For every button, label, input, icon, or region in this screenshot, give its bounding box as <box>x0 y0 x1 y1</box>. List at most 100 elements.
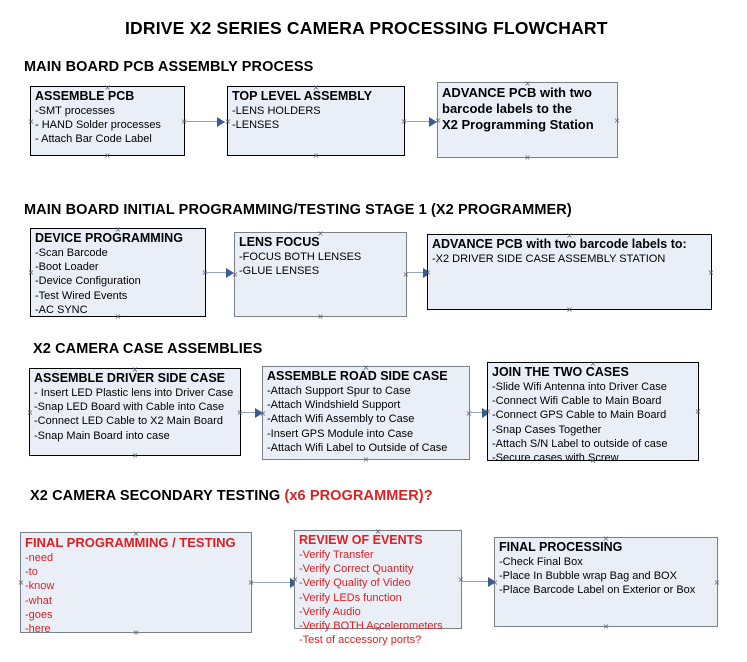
section-heading-note: (x6 PROGRAMMER)? <box>284 488 433 504</box>
box-line: -here <box>25 623 51 636</box>
box-line: -Verify BOTH Accelerometers <box>299 620 443 633</box>
connector-handle-bottom[interactable] <box>317 313 324 320</box>
box-title: TOP LEVEL ASSEMBLY <box>232 89 373 103</box>
box-advance-pcb-driver-side-case[interactable]: ADVANCE PCB with two barcode labels to: … <box>427 234 712 310</box>
connector-handle-bottom[interactable] <box>313 152 320 159</box>
box-final-processing[interactable]: FINAL PROCESSING -Check Final Box -Place… <box>494 537 718 627</box>
connector-handle-bottom[interactable] <box>104 152 111 159</box>
box-line: -Secure cases with Screw <box>492 452 619 465</box>
connector-handle-bottom[interactable] <box>603 623 610 630</box>
box-line: -SMT processes <box>35 105 115 117</box>
arrow-device-programming-to-lens-focus <box>206 268 236 278</box>
section-heading-main-board-initial-programming: MAIN BOARD INITIAL PROGRAMMING/TESTING S… <box>24 202 572 218</box>
section-heading-x2-camera-secondary-testing: X2 CAMERA SECONDARY TESTING (x6 PROGRAMM… <box>30 488 433 504</box>
box-line: -LENS HOLDERS <box>232 105 321 117</box>
arrow-top-level-assembly-to-advance-pcb <box>405 117 439 127</box>
box-review-of-events[interactable]: REVIEW OF EVENTS -Verify Transfer -Verif… <box>294 530 462 646</box>
box-line: -to <box>25 566 38 579</box>
box-line: - Insert LED Plastic lens into Driver Ca… <box>34 387 234 399</box>
connector-handle-left[interactable] <box>18 579 25 586</box>
connector-handle-left[interactable] <box>28 118 35 125</box>
box-title: ASSEMBLE DRIVER SIDE CASE <box>34 371 226 385</box>
connector-handle-left[interactable] <box>28 269 35 276</box>
box-line: -Snap Cases Together <box>492 423 602 436</box>
box-top-level-assembly[interactable]: TOP LEVEL ASSEMBLY -LENS HOLDERS -LENSES <box>227 86 405 156</box>
box-line: -Boot Loader <box>35 261 99 274</box>
box-line: -Snap Main Board into case <box>34 429 170 442</box>
box-line: -Place Barcode Label on Exterior or Box <box>499 584 696 597</box>
box-title: JOIN THE TWO CASES <box>492 365 629 379</box>
box-line: -Device Configuration <box>35 275 141 288</box>
box-line: - HAND Solder processes <box>35 119 161 132</box>
box-line: -GLUE LENSES <box>239 265 320 278</box>
box-line: -Attach S/N Label to outside of case <box>492 437 668 450</box>
connector-handle-left[interactable] <box>27 409 34 416</box>
arrow-road-side-to-join-cases <box>470 408 492 418</box>
box-line: -Snap LED Board with Cable into Case <box>34 401 225 414</box>
box-line: -Verify Quality of Video <box>299 577 411 590</box>
box-line: -goes <box>25 608 53 621</box>
box-line: -Attach Windshield Support <box>267 399 401 412</box>
page-title: IDRIVE X2 SERIES CAMERA PROCESSING FLOWC… <box>125 18 608 38</box>
box-lens-focus[interactable]: LENS FOCUS -FOCUS BOTH LENSES -GLUE LENS… <box>234 232 407 317</box>
connector-handle-bottom[interactable] <box>132 452 139 459</box>
box-line: - Attach Bar Code Label <box>35 133 152 146</box>
box-title: ADVANCE PCB with two <box>442 85 592 100</box>
box-line: -know <box>25 580 55 593</box>
box-line: -Connect Wifi Cable to Main Board <box>492 395 662 408</box>
box-line: X2 Programming Station <box>442 117 594 132</box>
arrow-final-programming-to-review-of-events <box>252 578 300 588</box>
box-line: -Test Wired Events <box>35 289 128 302</box>
box-line: -Connect LED Cable to X2 Main Board <box>34 415 223 428</box>
arrow-assemble-pcb-to-top-level-assembly <box>185 117 227 127</box>
connector-handle-right[interactable] <box>708 269 715 276</box>
box-title: REVIEW OF EVENTS <box>299 533 423 547</box>
box-title: ASSEMBLE PCB <box>35 89 135 103</box>
box-line: -FOCUS BOTH LENSES <box>239 251 362 263</box>
box-line: -what <box>25 594 52 607</box>
arrow-driver-side-to-road-side <box>241 408 265 418</box>
box-title: ASSEMBLE ROAD SIDE CASE <box>267 369 448 383</box>
box-line: -Connect GPS Cable to Main Board <box>492 409 667 422</box>
section-heading-main-board-pcb-assembly: MAIN BOARD PCB ASSEMBLY PROCESS <box>24 59 313 75</box>
box-line: -Attach Wifi Label to Outside of Case <box>267 441 448 454</box>
box-title: LENS FOCUS <box>239 235 320 249</box>
connector-handle-bottom[interactable] <box>524 154 531 161</box>
box-line: barcode labels to the <box>442 101 573 116</box>
box-line: -X2 DRIVER SIDE CASE ASSEMBLY STATION <box>432 253 666 265</box>
connector-handle-bottom[interactable] <box>566 306 573 313</box>
section-heading-x2-camera-case-assemblies: X2 CAMERA CASE ASSEMBLIES <box>33 341 262 357</box>
box-final-programming-testing[interactable]: FINAL PROGRAMMING / TESTING -need -to -k… <box>18 532 252 636</box>
box-line: -Scan Barcode <box>35 247 108 259</box>
connector-handle-bottom[interactable] <box>363 456 370 463</box>
box-line: -Attach Wifi Assembly to Case <box>267 413 415 426</box>
box-line: -Verify Transfer <box>299 549 374 561</box>
box-assemble-driver-side-case[interactable]: ASSEMBLE DRIVER SIDE CASE - Insert LED P… <box>29 368 241 456</box>
box-line: -Verify LEDs function <box>299 591 402 604</box>
box-title: FINAL PROCESSING <box>499 540 623 554</box>
box-title: FINAL PROGRAMMING / TESTING <box>25 535 236 550</box>
box-title: ADVANCE PCB with two barcode labels to: <box>432 237 687 251</box>
box-assemble-pcb[interactable]: ASSEMBLE PCB -SMT processes - HAND Solde… <box>30 86 185 156</box>
box-line: -AC SYNC <box>35 303 88 316</box>
box-line: -Verify Audio <box>299 605 361 618</box>
box-assemble-road-side-case[interactable]: ASSEMBLE ROAD SIDE CASE -Attach Support … <box>262 366 470 460</box>
box-line: -Attach Support Spur to Case <box>267 385 411 397</box>
box-line-overflow: -Test of accessory ports? <box>299 634 422 647</box>
arrow-review-of-events-to-final-processing <box>462 577 498 587</box>
box-advance-pcb-programming-station[interactable]: ADVANCE PCB with two barcode labels to t… <box>437 82 618 158</box>
box-device-programming[interactable]: DEVICE PROGRAMMING -Scan Barcode -Boot L… <box>30 228 206 317</box>
box-line: -Slide Wifi Antenna into Driver Case <box>492 381 667 393</box>
box-line: -Insert GPS Module into Case <box>267 427 414 440</box>
box-line: -Check Final Box <box>499 556 583 568</box>
box-join-the-two-cases[interactable]: JOIN THE TWO CASES -Slide Wifi Antenna i… <box>487 362 699 464</box>
section-heading-text: MAIN BOARD PCB ASSEMBLY PROCESS <box>24 59 314 75</box>
section-heading-text: X2 CAMERA CASE ASSEMBLIES <box>33 341 263 357</box>
box-line: -Place In Bubble wrap Bag and BOX <box>499 570 677 583</box>
box-line: -need <box>25 552 54 564</box>
section-heading-text: X2 CAMERA SECONDARY TESTING <box>30 488 285 504</box>
section-heading-text: MAIN BOARD INITIAL PROGRAMMING/TESTING S… <box>24 202 572 218</box>
box-line: -LENSES <box>232 119 280 132</box>
box-title: DEVICE PROGRAMMING <box>35 231 183 245</box>
